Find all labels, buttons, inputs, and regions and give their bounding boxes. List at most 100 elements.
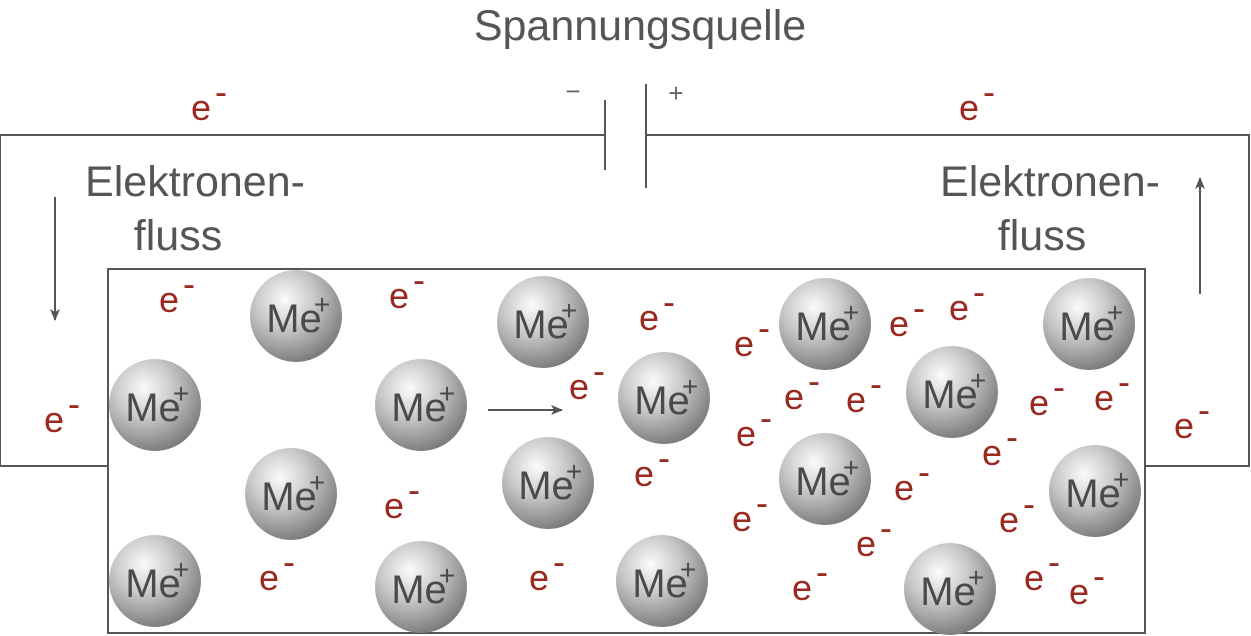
metal-ion-sphere — [904, 543, 996, 635]
metal-ion: Me+ — [250, 270, 342, 362]
electron-label: e — [1024, 557, 1044, 598]
electron-label: e — [1069, 571, 1089, 612]
electron: e- — [1174, 389, 1210, 446]
electron-label: e — [1029, 382, 1049, 423]
electron-charge: - — [758, 307, 770, 348]
electron-charge: - — [756, 482, 768, 523]
electron-label: e — [159, 279, 179, 320]
electron-label: e — [784, 376, 804, 417]
minus-terminal-sign: − — [565, 76, 580, 106]
metal-ion-charge: + — [439, 378, 455, 409]
electron: e- — [1024, 541, 1060, 598]
metal-ion-label: Me — [261, 475, 317, 519]
electron: e- — [889, 287, 925, 344]
electron-charge: - — [913, 287, 925, 328]
voltage-source-title: Spannungsquelle — [474, 2, 806, 50]
electron: e- — [736, 397, 772, 454]
electron: e- — [1029, 366, 1065, 423]
electron: e- — [846, 363, 882, 420]
electron: e- — [384, 469, 420, 526]
electron-charge: - — [880, 507, 892, 548]
electron-charge: - — [593, 350, 605, 391]
electron: e- — [634, 437, 670, 494]
metal-ion: Me+ — [906, 346, 998, 438]
electron: e- — [1069, 555, 1105, 612]
electron-charge: - — [1006, 416, 1018, 457]
metal-ion: Me+ — [245, 448, 337, 540]
electron-charge: - — [1053, 366, 1065, 407]
electron-charge: - — [870, 363, 882, 404]
electron-label: e — [569, 366, 589, 407]
electron-label: e — [44, 399, 64, 440]
electron-charge: - — [413, 259, 425, 300]
electron-label: e — [999, 499, 1019, 540]
electron-charge: - — [760, 397, 772, 438]
electron: e- — [529, 541, 565, 598]
electron-label: e — [191, 87, 211, 128]
metal-ion-sphere — [497, 276, 589, 368]
metal-ion-charge: + — [439, 560, 455, 591]
electron-charge: - — [1023, 483, 1035, 524]
electron-charge: - — [68, 383, 80, 424]
electron-label: e — [389, 275, 409, 316]
electron: e- — [159, 263, 195, 320]
metal-ion: Me+ — [779, 278, 871, 370]
metal-ion-sphere — [245, 448, 337, 540]
flow-label-left-line1: Elektronen- — [85, 158, 305, 206]
metal-ion-label: Me — [634, 379, 690, 423]
metal-ion-charge: + — [843, 297, 859, 328]
metal-ion-label: Me — [1059, 305, 1115, 349]
electron-charge: - — [183, 263, 195, 304]
electron-label: e — [736, 413, 756, 454]
metal-ion: Me+ — [375, 359, 467, 451]
electron: e- — [732, 482, 768, 539]
metal-ion-charge: + — [1113, 464, 1129, 495]
electron: e- — [959, 71, 995, 128]
metal-ion-charge: + — [682, 371, 698, 402]
flow-label-right-line2: fluss — [998, 212, 1086, 260]
metal-ion: Me+ — [616, 535, 708, 627]
electron-charge: - — [816, 551, 828, 592]
electron-label: e — [634, 453, 654, 494]
metal-ion-label: Me — [795, 305, 851, 349]
electron-label: e — [259, 557, 279, 598]
metal-ion: Me+ — [1043, 278, 1135, 370]
metal-ion-sphere — [250, 270, 342, 362]
electrons-layer: e-e-e-e-e-e-e-e-e-e-e-e-e-e-e-e-e-e-e-e-… — [44, 71, 1210, 612]
electron: e- — [259, 541, 295, 598]
metal-ion-sphere — [375, 541, 467, 633]
metal-ion-charge: + — [173, 554, 189, 585]
metal-ion-label: Me — [1065, 472, 1121, 516]
metal-ion-label: Me — [125, 386, 181, 430]
metal-ion-charge: + — [309, 467, 325, 498]
electron: e- — [1094, 361, 1130, 418]
metal-ion-label: Me — [518, 464, 574, 508]
metal-ion-label: Me — [125, 562, 181, 606]
metal-ion: Me+ — [618, 352, 710, 444]
electron: e- — [191, 71, 227, 128]
metal-ion-charge: + — [314, 289, 330, 320]
metal-ion-label: Me — [632, 562, 688, 606]
metal-ion: Me+ — [109, 535, 201, 627]
flow-label-left-line2: fluss — [134, 212, 222, 260]
wire-right — [646, 134, 1250, 467]
metal-ion-charge: + — [1107, 297, 1123, 328]
electron-charge: - — [1198, 389, 1210, 430]
metal-ion-label: Me — [266, 297, 322, 341]
metal-ion-label: Me — [391, 386, 447, 430]
metal-ion-charge: + — [173, 378, 189, 409]
metal-ion-sphere — [375, 359, 467, 451]
metal-ion: Me+ — [497, 276, 589, 368]
electron-charge: - — [973, 271, 985, 312]
ions-layer: Me+Me+Me+Me+Me+Me+Me+Me+Me+Me+Me+Me+Me+M… — [109, 270, 1141, 635]
wire-left — [0, 134, 605, 467]
metal-ion-sphere — [616, 535, 708, 627]
electron-charge: - — [408, 469, 420, 510]
electron: e- — [784, 360, 820, 417]
metal-ion-label: Me — [922, 373, 978, 417]
electron: e- — [792, 551, 828, 608]
metal-ion-sphere — [1043, 278, 1135, 370]
electron: e- — [999, 483, 1035, 540]
electron-label: e — [529, 557, 549, 598]
electron: e- — [734, 307, 770, 364]
